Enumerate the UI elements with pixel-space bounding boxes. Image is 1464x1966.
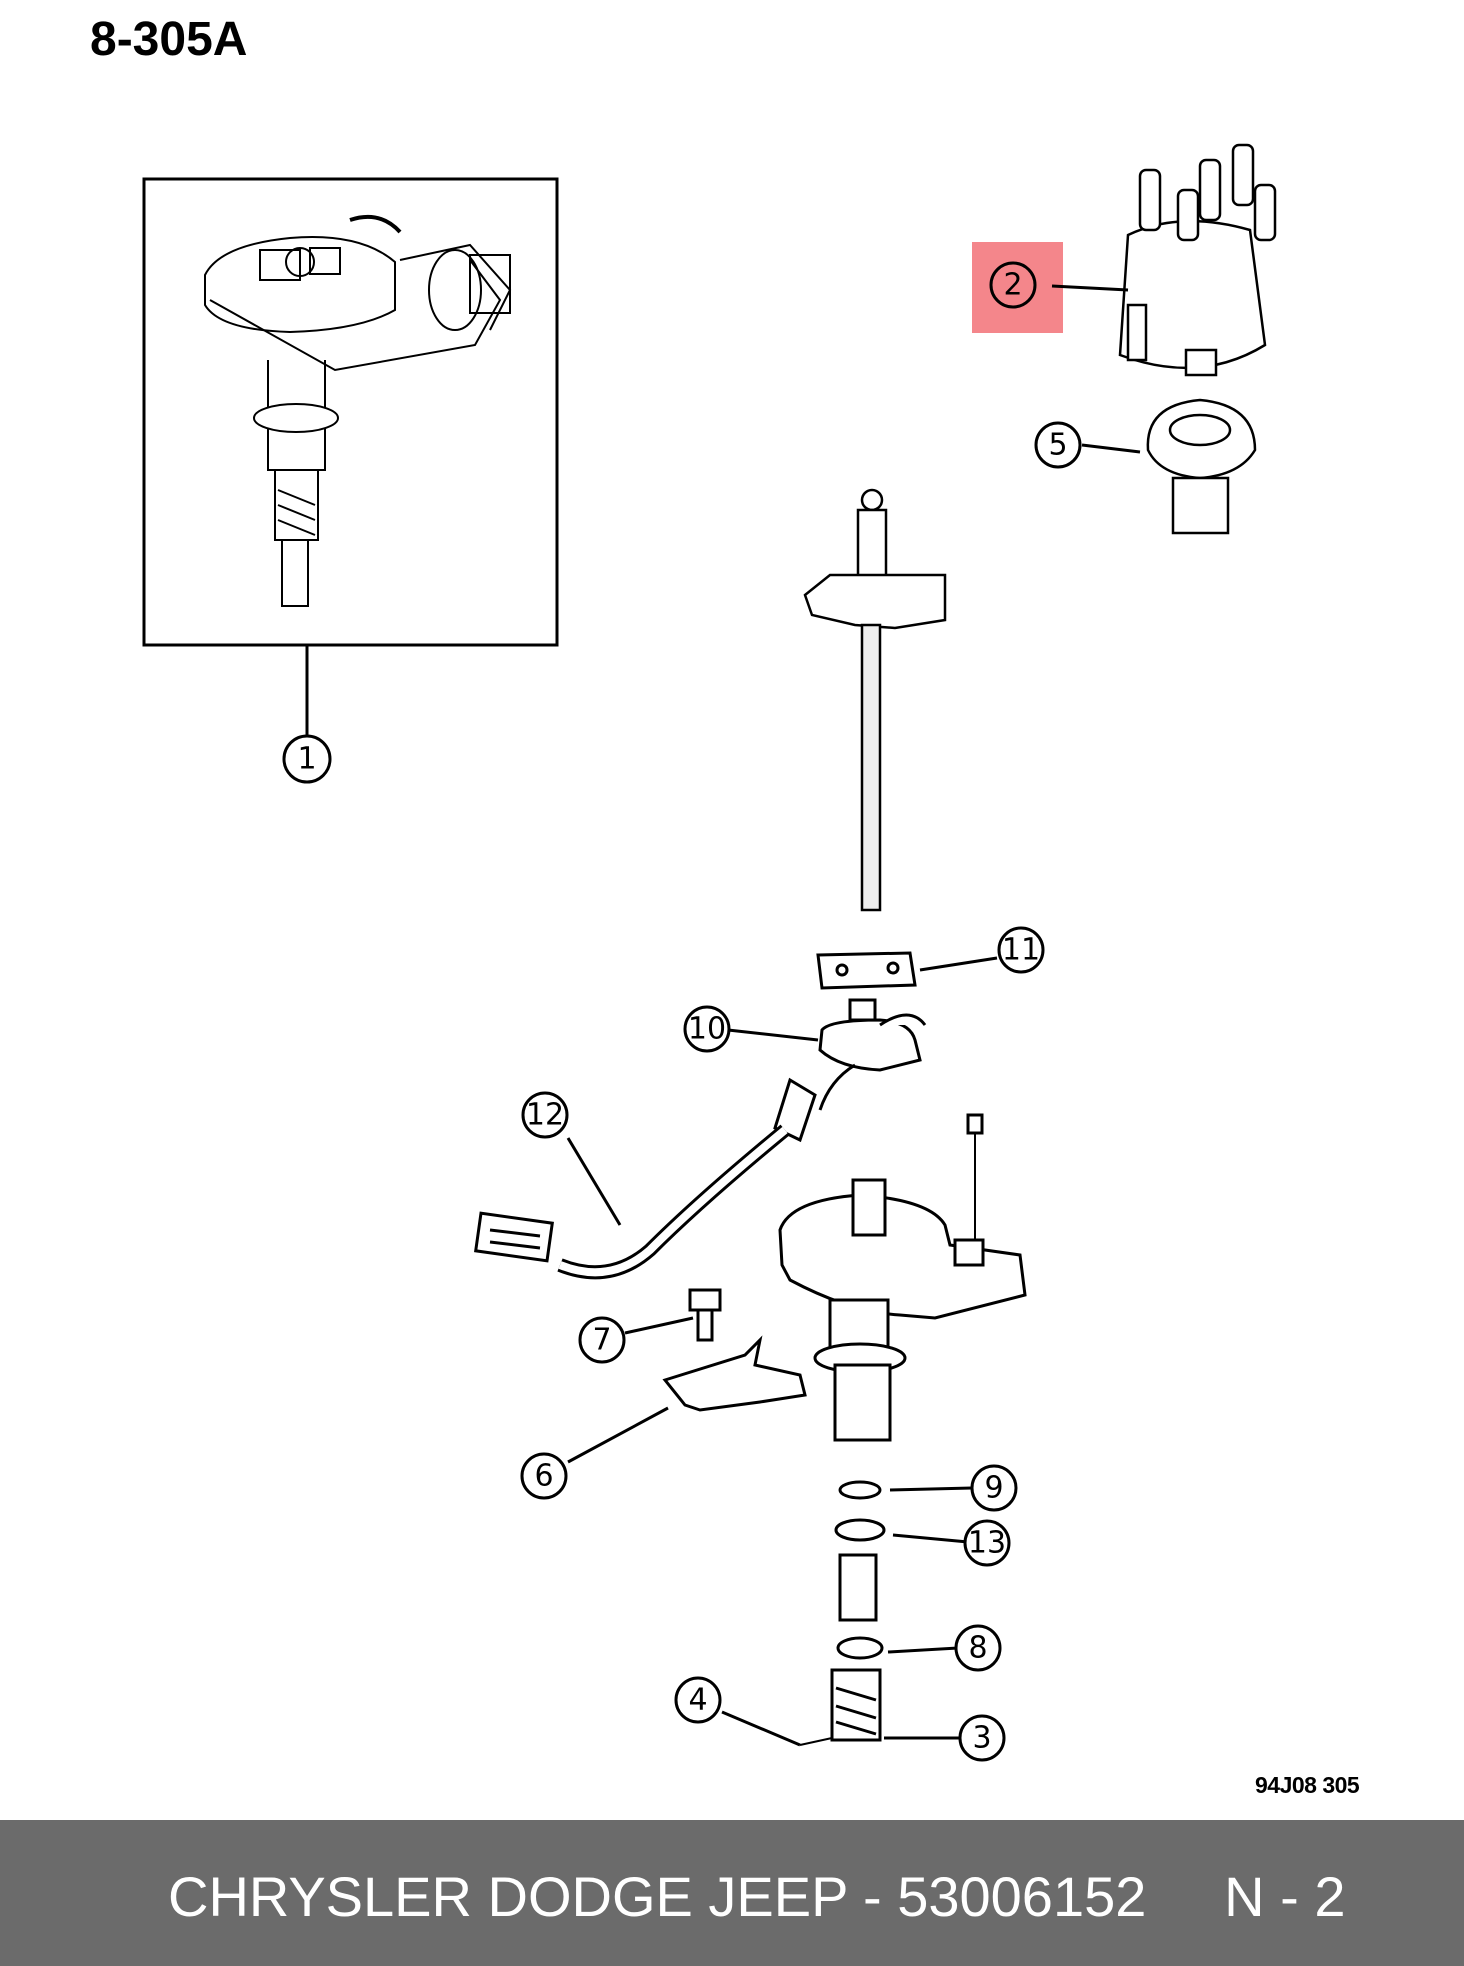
svg-text:2: 2 <box>1003 268 1022 303</box>
callout-3: 3 <box>958 1714 1006 1762</box>
svg-text:10: 10 <box>688 1012 726 1047</box>
callout-13: 13 <box>963 1519 1011 1567</box>
diagram-title: 8-305A <box>90 13 248 66</box>
bushing <box>838 1553 878 1622</box>
callout-11: 11 <box>997 926 1045 974</box>
part-13-o-ring <box>834 1518 886 1542</box>
rotor <box>1146 398 1257 535</box>
distributor-shaft <box>803 488 947 912</box>
svg-text:8: 8 <box>968 1631 987 1666</box>
callout-1: 1 <box>282 734 332 784</box>
svg-text:4: 4 <box>688 1683 707 1718</box>
svg-text:13: 13 <box>968 1526 1006 1561</box>
part-12-harness <box>474 1063 856 1280</box>
svg-text:9: 9 <box>984 1471 1003 1506</box>
callout-7: 7 <box>578 1316 626 1364</box>
callout-2: 2 <box>989 261 1037 309</box>
callout-9: 9 <box>970 1464 1018 1512</box>
svg-text:3: 3 <box>972 1721 991 1756</box>
part-8-collar <box>836 1636 884 1660</box>
distributor-assembly-inset <box>142 177 559 647</box>
svg-text:6: 6 <box>534 1459 553 1494</box>
part-7-bolt <box>688 1288 722 1342</box>
svg-text:11: 11 <box>1002 933 1040 968</box>
part-6-clamp <box>662 1335 807 1412</box>
callout-10: 10 <box>683 1005 731 1053</box>
part-11-plate <box>816 951 917 990</box>
callout-6: 6 <box>520 1452 568 1500</box>
callout-12: 12 <box>521 1091 569 1139</box>
footer-part-info: CHRYSLER DODGE JEEP - 53006152 N - 2 <box>168 1865 1346 1928</box>
svg-text:12: 12 <box>526 1098 564 1133</box>
svg-text:7: 7 <box>592 1323 611 1358</box>
part-10-pickup <box>818 998 927 1072</box>
drawing-code: 94J08 305 <box>1255 1772 1360 1798</box>
parts-diagram: 1 2 3 4 5 6 7 8 9 10 11 12 <box>142 143 1277 1762</box>
callout-8: 8 <box>954 1624 1002 1672</box>
distributor-housing <box>778 1113 1027 1442</box>
svg-text:1: 1 <box>297 742 316 777</box>
callout-4: 4 <box>674 1676 722 1724</box>
part-9-washer <box>838 1480 882 1500</box>
distributor-cap <box>1118 143 1277 377</box>
part-3-gear <box>830 1668 882 1742</box>
footer-bar: CHRYSLER DODGE JEEP - 53006152 N - 2 <box>0 1820 1464 1966</box>
callout-highlight <box>972 242 1063 333</box>
callout-5: 5 <box>1034 421 1082 469</box>
svg-text:5: 5 <box>1048 428 1067 463</box>
